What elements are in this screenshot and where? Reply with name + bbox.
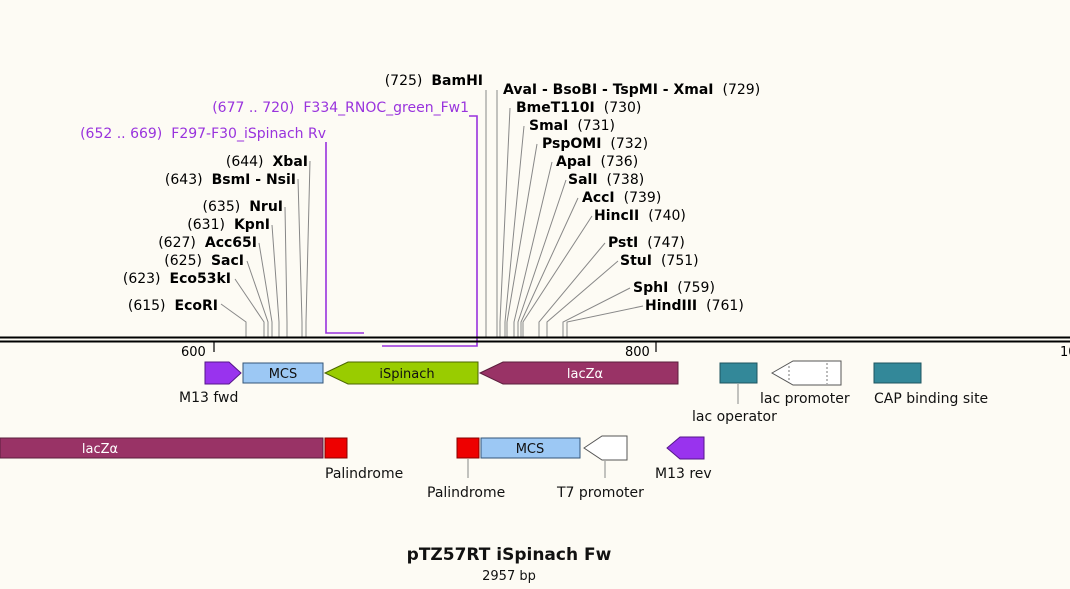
feature-lacza-1-label: lacZα	[567, 367, 603, 382]
tick-label-1000: 1000	[1060, 345, 1070, 360]
feature-lacza-1[interactable]	[478, 361, 679, 385]
feature-lac-promoter[interactable]	[770, 360, 842, 386]
feature-palindrome-1[interactable]	[324, 437, 348, 459]
feature-mcs-2-label: MCS	[516, 442, 545, 457]
feature-mcs-1-label: MCS	[269, 367, 298, 382]
feature-lacza-2-label: lacZα	[82, 442, 118, 457]
feature-mcs-2[interactable]	[480, 437, 581, 459]
map-title: pTZ57RT iSpinach Fw	[407, 545, 612, 565]
map-length: 2957 bp	[482, 569, 536, 584]
site-ecori[interactable]: (615)EcoRI	[128, 298, 218, 314]
primer-forward-label[interactable]: (677 .. 720)F334_RNOC_green_Fw1	[212, 100, 469, 116]
tick-label-600: 600	[181, 345, 206, 360]
feature-lac-promoter-label: lac promoter	[760, 391, 850, 407]
site-hincii[interactable]: HincII(740)	[594, 208, 686, 224]
site-stui[interactable]: StuI(751)	[620, 253, 699, 269]
site-psti[interactable]: PstI(747)	[608, 235, 685, 251]
feature-lac-operator-label: lac operator	[692, 409, 777, 425]
site-smai[interactable]: SmaI(731)	[529, 118, 615, 134]
feature-m13-rev-label: M13 rev	[655, 466, 712, 482]
site-acc65i[interactable]: (627)Acc65I	[158, 235, 257, 251]
site-sali[interactable]: SalI(738)	[568, 172, 644, 188]
site-bmet110i[interactable]: BmeT110I(730)	[516, 100, 641, 116]
feature-cap-site-label: CAP binding site	[874, 391, 988, 407]
primer-forward[interactable]	[382, 115, 478, 347]
site-bamhi[interactable]: (725)BamHI	[385, 73, 483, 89]
sequence-backbone	[0, 336, 1070, 352]
feature-t7-promoter-label: T7 promoter	[556, 485, 644, 501]
feature-palindrome-2-label: Palindrome	[427, 485, 505, 501]
site-avai-group[interactable]: AvaI - BsoBI - TspMI - XmaI(729)	[503, 82, 760, 98]
site-nrui[interactable]: (635)NruI	[203, 199, 283, 215]
primer-reverse[interactable]	[325, 142, 364, 334]
site-apai[interactable]: ApaI(736)	[556, 154, 638, 170]
site-xbai[interactable]: (644)XbaI	[226, 154, 308, 170]
site-sphi[interactable]: SphI(759)	[633, 280, 715, 296]
feature-palindrome-1-label: Palindrome	[325, 466, 403, 482]
site-eco53ki[interactable]: (623)Eco53kI	[123, 271, 231, 287]
site-leaders	[220, 90, 644, 337]
site-hindiii[interactable]: HindIII(761)	[645, 298, 744, 314]
site-saci[interactable]: (625)SacI	[164, 253, 244, 269]
tick-label-800: 800	[625, 345, 650, 360]
feature-ispinach[interactable]	[323, 361, 479, 385]
feature-m13-rev[interactable]	[666, 436, 705, 460]
primer-reverse-label[interactable]: (652 .. 669)F297-F30_iSpinach Rv	[80, 126, 326, 142]
site-acci[interactable]: AccI(739)	[582, 190, 661, 206]
site-pspomi[interactable]: PspOMI(732)	[542, 136, 648, 152]
feature-palindrome-2[interactable]	[456, 437, 480, 459]
site-kpni[interactable]: (631)KpnI	[187, 217, 270, 233]
feature-lacza-2[interactable]	[0, 437, 324, 459]
feature-m13-fwd-label: M13 fwd	[179, 390, 238, 406]
feature-mcs-1[interactable]	[242, 362, 324, 384]
feature-m13-fwd[interactable]	[204, 361, 242, 385]
feature-ispinach-label: iSpinach	[379, 367, 434, 382]
feature-t7-promoter[interactable]	[583, 435, 628, 461]
feature-lac-operator[interactable]	[719, 362, 758, 384]
feature-cap-site[interactable]	[873, 362, 922, 384]
site-bsmi-nsii[interactable]: (643)BsmI - NsiI	[165, 172, 296, 188]
